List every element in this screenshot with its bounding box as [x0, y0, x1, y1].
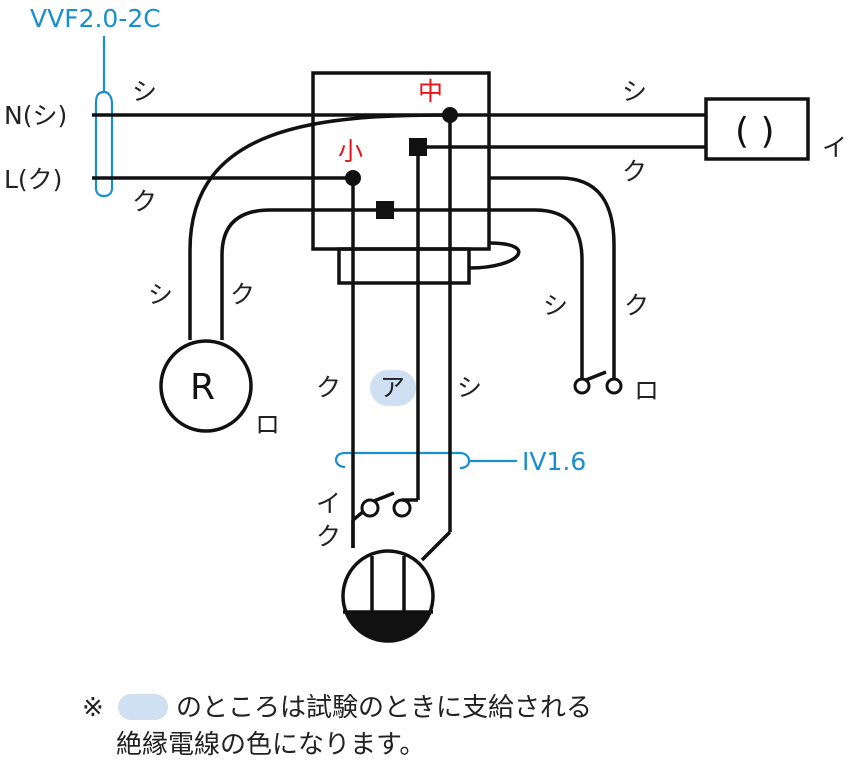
lamp-receptacle-symbol: R — [190, 367, 215, 408]
source-top-wire-label: シ — [132, 77, 157, 106]
fixture-symbol: ( ) — [735, 111, 775, 152]
wires — [92, 113, 706, 562]
receptacle-left-wire-label: シ — [148, 280, 173, 309]
vvf-cable-marker: VVF2.0-2C — [30, 4, 161, 198]
switch-right-wire-label: シ — [457, 373, 482, 402]
source-bottom-wire-label: ク — [132, 187, 157, 216]
outlet-left-wire-label: シ — [543, 291, 568, 320]
switch-k-label: ク — [316, 522, 341, 551]
outlet-switch — [573, 370, 623, 395]
middle-terminal — [442, 107, 458, 123]
fixture-box — [704, 97, 810, 161]
live-source-label: L(ク) — [4, 165, 62, 194]
vvf-cable-label: VVF2.0-2C — [30, 4, 161, 33]
right-top-wire-label: シ — [622, 77, 647, 106]
receptacle-right-wire-label: ク — [230, 280, 255, 309]
footnote-line-2: 絶縁電線の色になります。 — [116, 730, 425, 760]
supplied-wire-highlight — [370, 370, 416, 406]
footnote-highlight-sample — [118, 694, 168, 720]
right-bottom-wire-label: ク — [622, 157, 647, 186]
footnote-mark: ※ — [82, 693, 104, 723]
middle-terminal-label: 中 — [418, 77, 443, 106]
connector-square-lower — [376, 201, 394, 219]
lower-switch — [351, 491, 418, 522]
fixture-tag: イ — [822, 133, 847, 162]
lamp-receptacle-tag: ロ — [255, 410, 280, 439]
switch-i-label: イ — [316, 489, 341, 518]
bottom-lamp — [341, 549, 435, 643]
switch-center-wire-label: ア — [380, 373, 405, 402]
connector-square-upper — [409, 138, 427, 156]
footnote-line-1: のところは試験のときに支給される — [176, 693, 592, 723]
outlet-tag: ロ — [634, 376, 659, 405]
lamp-receptacle — [159, 339, 253, 433]
small-terminal-label: 小 — [338, 137, 363, 166]
switch-left-wire-label: ク — [316, 373, 341, 402]
iv-cable-label: IV1.6 — [522, 447, 586, 476]
outlet-right-wire-label: ク — [624, 291, 649, 320]
small-terminal — [345, 170, 361, 186]
junction-box-entry — [337, 247, 471, 285]
neutral-source-label: N(シ) — [4, 101, 67, 130]
iv-cable-marker: IV1.6 — [334, 447, 586, 476]
